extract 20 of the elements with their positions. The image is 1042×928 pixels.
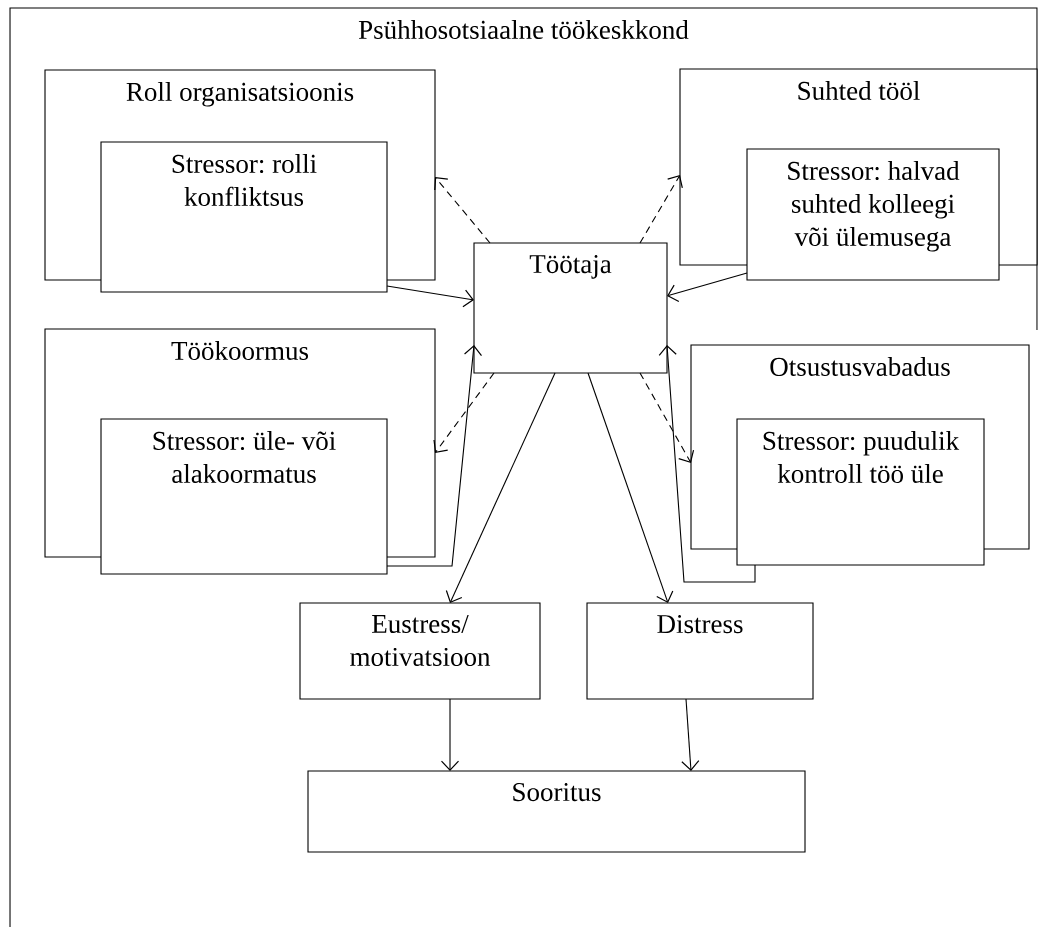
arrow [639,175,683,244]
process-box: Töötaja [473,242,668,374]
arrow [681,698,700,771]
stressor-box: Stressor: puudulik kontroll töö üle [736,418,985,566]
outcome-box: Distress [586,602,814,700]
arrow [445,372,556,603]
arrow [386,285,474,308]
arrow [639,372,695,463]
arrow [440,698,460,771]
arrow [658,345,756,583]
stressor-box: Stressor: üle- või alakoormatus [100,418,388,575]
arrow [386,345,483,567]
stressor-box: Stressor: halvad suhted kolleegi või ülemusega [746,148,1000,281]
stressor-box: Stressor: rolli konfliktsus [100,141,388,293]
arrow [587,372,674,603]
arrow [667,272,748,303]
result-box: Sooritus [307,770,806,853]
arrow [434,177,491,244]
arrow [433,372,495,453]
outcome-box: Eustress/ motivatsioon [299,602,541,700]
